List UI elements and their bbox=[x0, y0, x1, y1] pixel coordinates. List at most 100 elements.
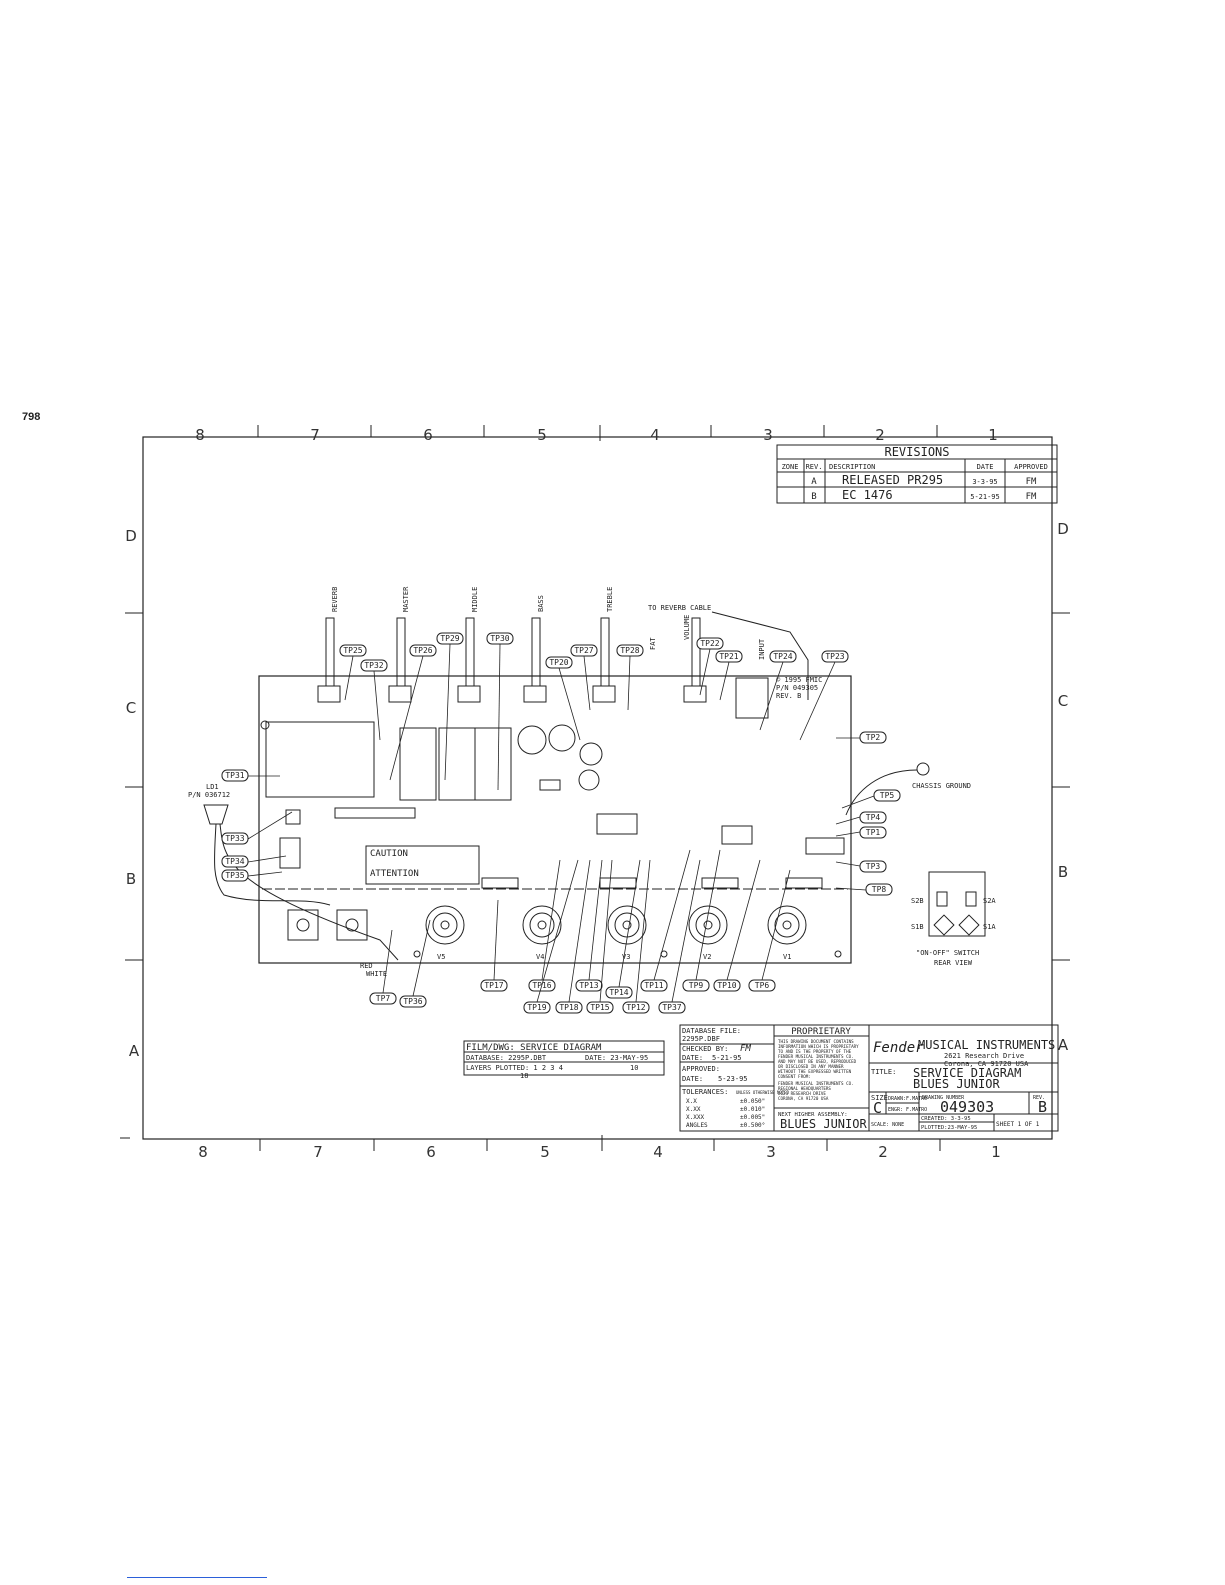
tp26: TP26 bbox=[409, 644, 437, 657]
size-value: C bbox=[873, 1099, 882, 1117]
svg-text:TP14: TP14 bbox=[609, 988, 628, 997]
tube-v1: V1 bbox=[767, 905, 807, 961]
database-file-value: 2295P.DBF bbox=[682, 1035, 720, 1043]
zone-top-8: 8 bbox=[195, 426, 205, 444]
svg-text:TP1: TP1 bbox=[866, 828, 881, 837]
wire-red: RED bbox=[360, 962, 373, 970]
tp30: TP30 bbox=[486, 632, 514, 645]
svg-text:TP33: TP33 bbox=[225, 834, 244, 843]
svg-text:TP24: TP24 bbox=[773, 652, 792, 661]
control-fat: FAT bbox=[649, 637, 657, 650]
rev-label: REV. bbox=[1033, 1095, 1045, 1101]
zone-top-5: 5 bbox=[537, 426, 547, 444]
svg-text:TP23: TP23 bbox=[825, 652, 844, 661]
switch-s2a: S2A bbox=[983, 897, 996, 905]
svg-text:TP35: TP35 bbox=[225, 871, 244, 880]
chassis-ground-label: CHASSIS GROUND bbox=[912, 782, 971, 790]
circuit-board: CAUTION ATTENTION V5 V4 V3 V2 bbox=[258, 617, 852, 964]
svg-text:TO AND IS THE PROPERTY OF THE: TO AND IS THE PROPERTY OF THE bbox=[778, 1049, 852, 1054]
tp33: TP33 bbox=[221, 832, 249, 845]
control-labels: REVERB MASTER MIDDLE BASS TREBLE FAT VOL… bbox=[331, 586, 766, 660]
film-layers: LAYERS PLOTTED: 1 2 3 4 bbox=[466, 1064, 563, 1072]
engineer: ENGR: F.MATRO bbox=[888, 1107, 927, 1113]
svg-text:2621 RESEARCH DRIVE: 2621 RESEARCH DRIVE bbox=[778, 1091, 826, 1096]
tolerances-label: TOLERANCES: bbox=[682, 1088, 728, 1096]
checked-signature: FM bbox=[740, 1044, 751, 1054]
zone-right-b: B bbox=[1058, 863, 1068, 881]
svg-text:TP5: TP5 bbox=[880, 791, 895, 800]
tp7: TP7 bbox=[369, 992, 397, 1005]
tp2: TP2 bbox=[859, 731, 887, 744]
size-label: SIZE bbox=[871, 1094, 888, 1102]
drawing-frame bbox=[142, 436, 1053, 1140]
zone-left-b: B bbox=[126, 870, 136, 888]
svg-text:TP21: TP21 bbox=[719, 652, 738, 661]
zone-right-a: A bbox=[1058, 1036, 1069, 1054]
pilot-lamp bbox=[203, 804, 229, 825]
rev-b-date: 5-21-95 bbox=[970, 493, 1000, 501]
svg-text:TP31: TP31 bbox=[225, 771, 244, 780]
zone-bottom-5: 5 bbox=[540, 1143, 550, 1161]
svg-text:WITHOUT THE EXPRESSED WRITTEN: WITHOUT THE EXPRESSED WRITTEN bbox=[778, 1069, 852, 1074]
date1-label: DATE: bbox=[682, 1054, 703, 1062]
svg-text:TP30: TP30 bbox=[490, 634, 509, 643]
switch-title: "ON-OFF" SWITCH bbox=[916, 949, 979, 957]
svg-text:TP36: TP36 bbox=[403, 997, 422, 1006]
tp20: TP20 bbox=[545, 656, 573, 669]
film-date: DATE: 23-MAY-95 bbox=[585, 1054, 648, 1062]
zone-top-1: 1 bbox=[988, 426, 998, 444]
control-treble: TREBLE bbox=[606, 587, 614, 612]
rev-b-description: EC 1476 bbox=[842, 488, 893, 502]
approved-label: APPROVED: bbox=[682, 1065, 720, 1073]
tp28: TP28 bbox=[616, 644, 644, 657]
tube-v3: V3 bbox=[607, 905, 647, 961]
rev-value: B bbox=[1038, 1098, 1047, 1116]
side-zones: D C B A D C B A bbox=[125, 520, 1070, 1060]
svg-text:V4: V4 bbox=[536, 953, 544, 961]
tp18: TP18 bbox=[555, 1001, 583, 1014]
checked-by-label: CHECKED BY: bbox=[682, 1045, 728, 1053]
zone-top-7: 7 bbox=[310, 426, 320, 444]
copyright-text: © 1995 FMIC bbox=[776, 676, 822, 684]
tolerances-note: UNLESS OTHERWISE NOTED bbox=[736, 1090, 790, 1095]
svg-text:TP37: TP37 bbox=[662, 1003, 681, 1012]
tube-v2: V2 bbox=[688, 905, 728, 961]
tp12: TP12 bbox=[622, 1001, 650, 1014]
tp32: TP32 bbox=[360, 659, 388, 672]
tube-v5: V5 bbox=[425, 905, 465, 961]
svg-text:TP12: TP12 bbox=[626, 1003, 645, 1012]
plotted-date: PLOTTED:23-MAY-95 bbox=[921, 1125, 977, 1131]
svg-text:V1: V1 bbox=[783, 953, 791, 961]
film-layers-sub: 18 bbox=[520, 1072, 528, 1080]
svg-text:TP10: TP10 bbox=[717, 981, 736, 990]
switch-subtitle: REAR VIEW bbox=[934, 959, 973, 967]
rev-b: B bbox=[811, 492, 816, 502]
tp19: TP19 bbox=[523, 1001, 551, 1014]
zone-bottom-4: 4 bbox=[653, 1143, 663, 1161]
svg-text:TP11: TP11 bbox=[644, 981, 663, 990]
svg-text:V3: V3 bbox=[622, 953, 630, 961]
switch-s1b: S1B bbox=[911, 923, 924, 931]
ld1-pn: P/N 036712 bbox=[188, 791, 230, 799]
svg-text:TP20: TP20 bbox=[549, 658, 568, 667]
drawn-by: DRAWN:F.MATRO bbox=[888, 1096, 927, 1102]
svg-text:AND MAY NOT BE USED, REPRODUCE: AND MAY NOT BE USED, REPRODUCED bbox=[778, 1059, 857, 1064]
rev-header-zone: ZONE bbox=[782, 463, 799, 471]
proprietary-notice: THIS DRAWING DOCUMENT CONTAINS INFORMATI… bbox=[778, 1039, 859, 1101]
tol-xxxx-label: X.XXX bbox=[686, 1114, 704, 1121]
rev-a-description: RELEASED PR295 bbox=[842, 473, 943, 487]
svg-text:TP22: TP22 bbox=[700, 639, 719, 648]
footer-link-underline[interactable] bbox=[127, 1577, 267, 1578]
drawing-number-label: DRAWING NUMBER bbox=[922, 1095, 965, 1101]
database-file-label: DATABASE FILE: bbox=[682, 1027, 741, 1035]
rev-header-rev: REV. bbox=[806, 463, 823, 471]
svg-text:TP13: TP13 bbox=[579, 981, 598, 990]
svg-text:TP6: TP6 bbox=[755, 981, 770, 990]
zone-bottom-1: 1 bbox=[991, 1143, 1001, 1161]
film-dwg-line: FILM/DWG: SERVICE DIAGRAM bbox=[466, 1043, 602, 1053]
zone-top-4: 4 bbox=[650, 426, 660, 444]
fender-logo: Fender bbox=[873, 1040, 924, 1056]
svg-text:TP15: TP15 bbox=[590, 1003, 609, 1012]
svg-text:TP17: TP17 bbox=[484, 981, 503, 990]
zone-bottom-7: 7 bbox=[313, 1143, 323, 1161]
